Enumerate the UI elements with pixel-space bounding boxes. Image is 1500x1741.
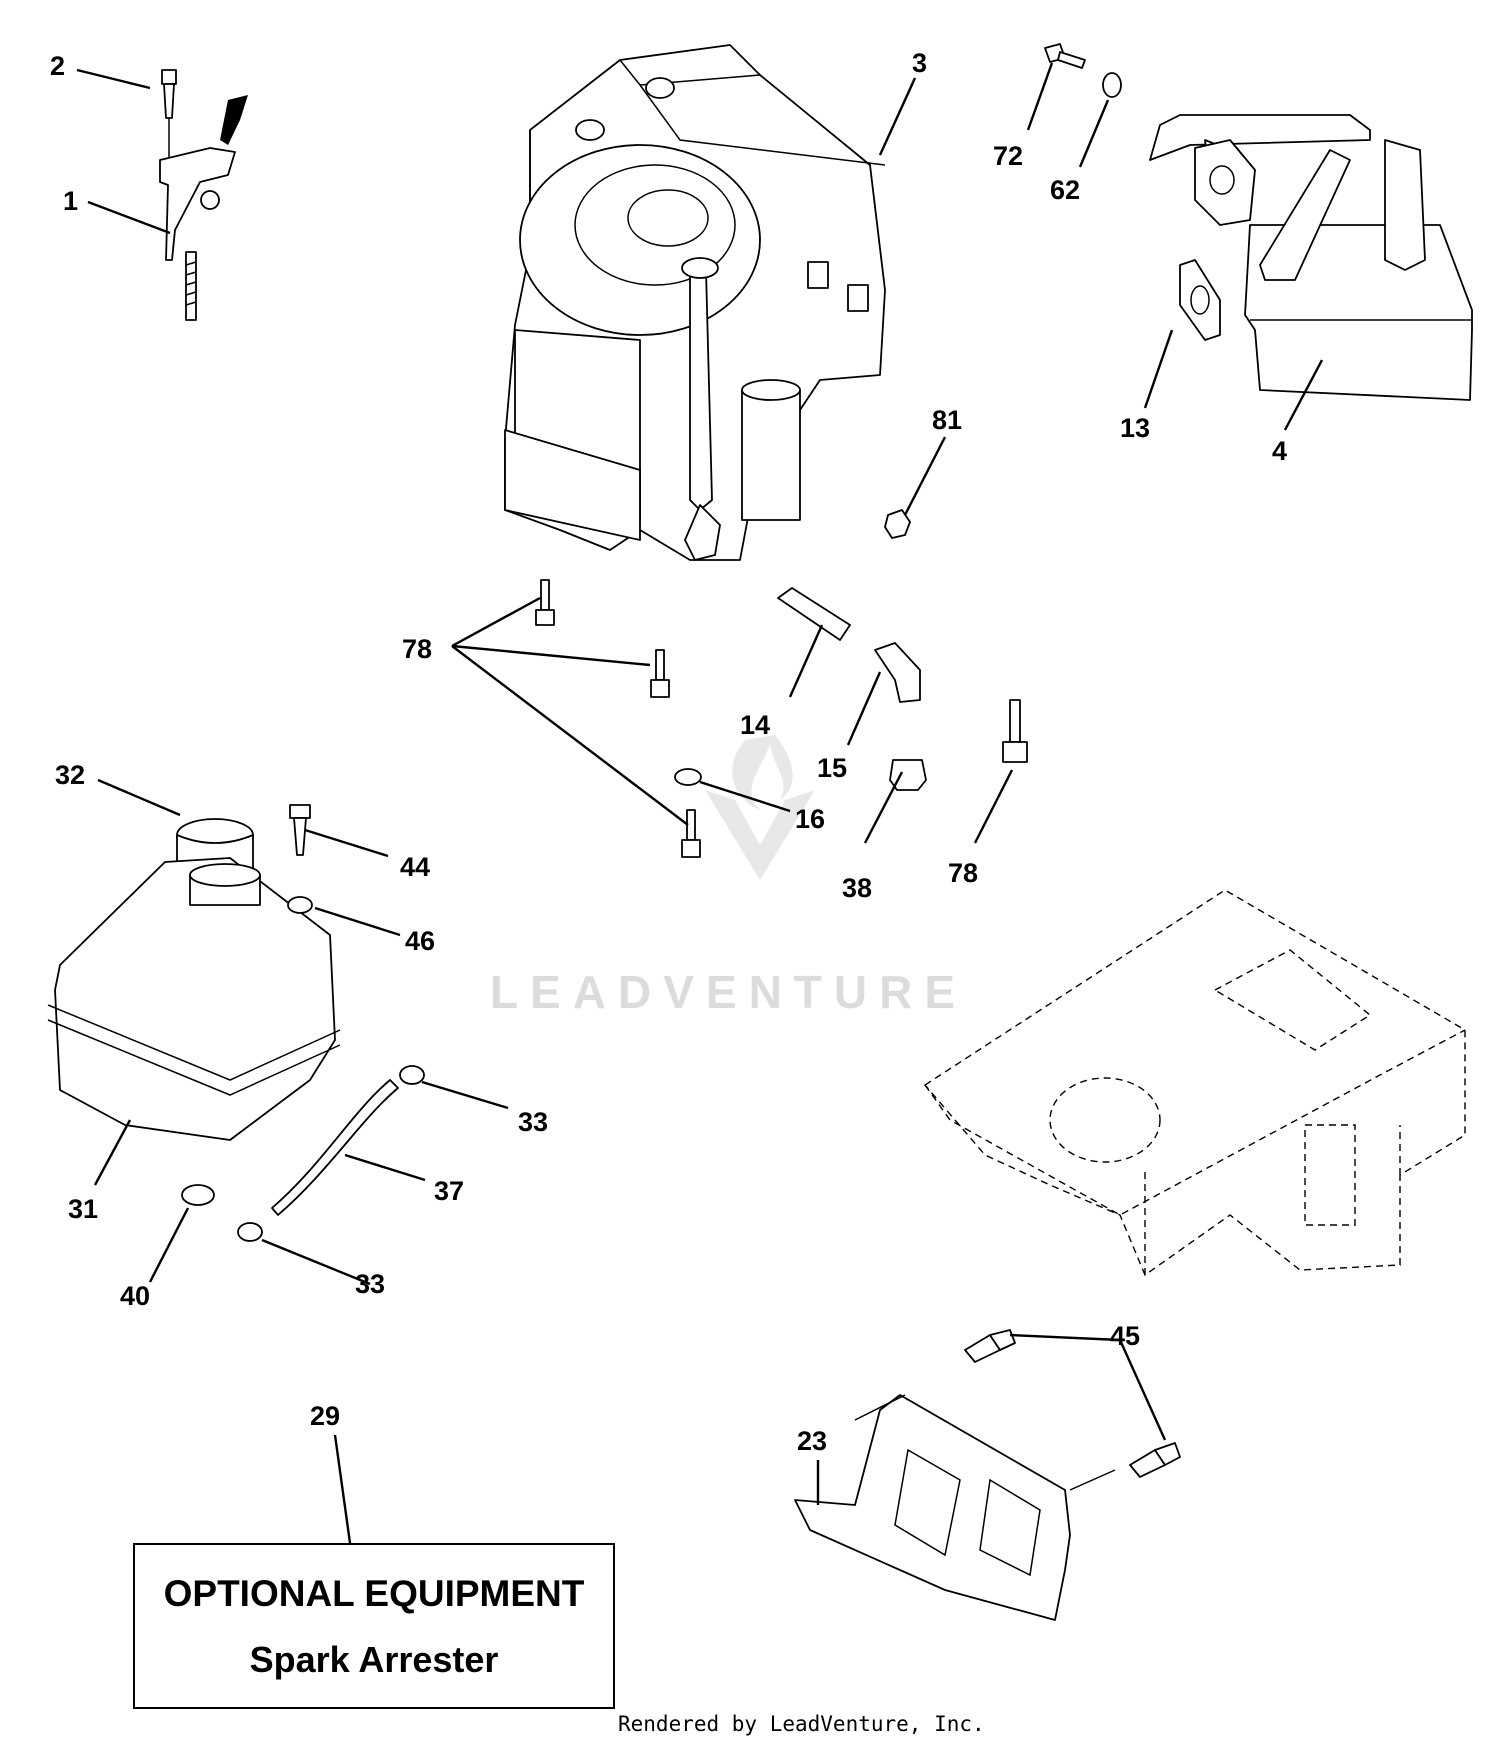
callout-81: 81	[932, 405, 962, 435]
callout-40: 40	[120, 1281, 150, 1311]
callout-1: 1	[63, 186, 78, 216]
callout-78-a: 78	[402, 634, 432, 664]
callout-3: 3	[912, 48, 927, 78]
callout-33-b: 33	[355, 1269, 385, 1299]
pipe-nipple-14-part	[777, 587, 851, 641]
elbow-15-part	[874, 642, 921, 703]
callout-15: 15	[817, 753, 847, 783]
optional-equipment-box: OPTIONAL EQUIPMENT Spark Arrester	[133, 1543, 615, 1709]
lockwasher-62-part	[1102, 72, 1122, 98]
callout-46: 46	[405, 926, 435, 956]
callout-72: 72	[993, 141, 1023, 171]
engine-part	[504, 44, 886, 561]
callout-2: 2	[50, 51, 65, 81]
watermark-text: LEADVENTURE	[490, 966, 967, 1018]
callout-labels: 2 1 3 72 62 13 4 81 78 14 15 16 38 78 32…	[50, 48, 1287, 1456]
screw-44-part	[289, 804, 311, 856]
fuel-tank-31-part	[47, 857, 341, 1141]
callout-78-b: 78	[948, 858, 978, 888]
callout-33-a: 33	[518, 1107, 548, 1137]
footer-credit: Rendered by LeadVenture, Inc.	[618, 1712, 985, 1736]
callout-23: 23	[797, 1426, 827, 1456]
shield-23-part	[794, 1394, 1116, 1621]
washer-16-part	[674, 768, 702, 786]
fuel-line-37-part	[271, 1079, 399, 1216]
washer-46-part	[287, 896, 313, 914]
callout-14: 14	[740, 710, 770, 740]
callout-38: 38	[842, 873, 872, 903]
nut-81-part	[884, 509, 911, 539]
plug-38-part	[889, 759, 927, 791]
callout-16: 16	[795, 804, 825, 834]
muffler-part	[1149, 114, 1473, 401]
callout-32: 32	[55, 760, 85, 790]
callout-4: 4	[1272, 436, 1287, 466]
grommet-40-part	[181, 1184, 215, 1206]
bolt-72-part	[1044, 43, 1086, 69]
leader-lines	[76, 62, 1324, 1544]
frame-outline	[923, 889, 1466, 1277]
optional-equipment-subtitle: Spark Arrester	[249, 1638, 499, 1680]
callout-44: 44	[400, 852, 430, 882]
bolt-45-parts	[964, 1329, 1181, 1478]
callout-45: 45	[1110, 1321, 1140, 1351]
clamp-33-parts	[237, 1065, 425, 1242]
callout-37: 37	[434, 1176, 464, 1206]
bolt-78-parts	[535, 579, 1028, 858]
leadventure-watermark: LEADVENTURE	[490, 735, 967, 1018]
callout-29: 29	[310, 1401, 340, 1431]
throttle-control-part	[159, 69, 248, 321]
gasket-13-part	[1179, 259, 1221, 341]
callout-13: 13	[1120, 413, 1150, 443]
callout-31: 31	[68, 1194, 98, 1224]
optional-equipment-title: OPTIONAL EQUIPMENT	[163, 1572, 585, 1614]
callout-62: 62	[1050, 175, 1080, 205]
